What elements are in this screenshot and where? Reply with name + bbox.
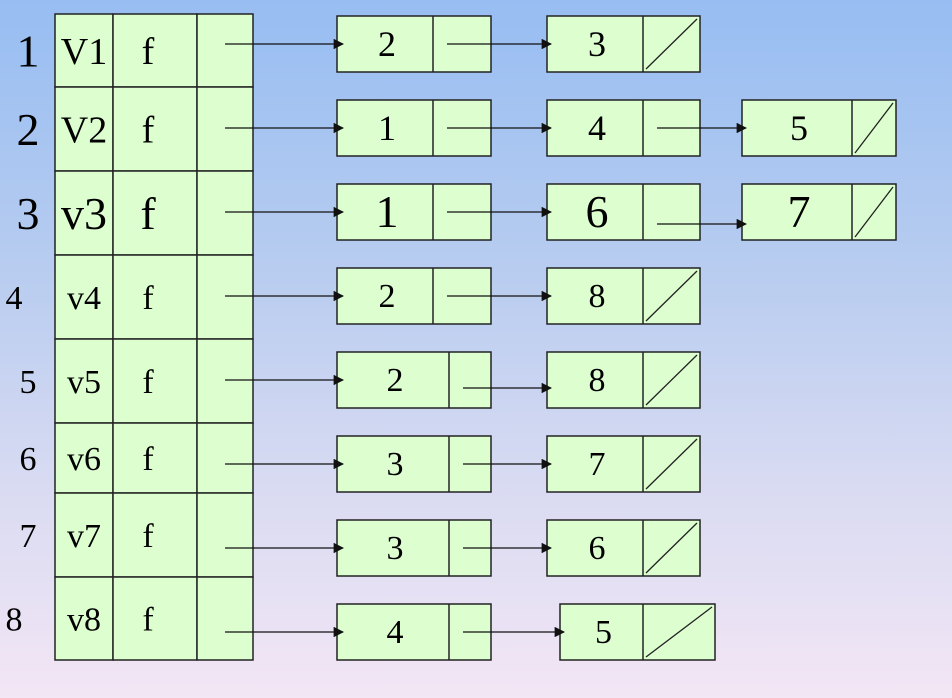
row-index-label: 7 (20, 518, 37, 555)
flag-cell (112, 254, 198, 340)
node-value: 7 (589, 446, 606, 483)
visited-flag: f (140, 188, 156, 239)
vertex-name: V1 (61, 31, 107, 73)
list-node (559, 603, 716, 661)
null-pointer-slash (645, 18, 698, 70)
pointer-cell (196, 254, 254, 340)
flag-cell (112, 338, 198, 424)
vertex-cell (54, 576, 114, 661)
null-pointer-slash (854, 186, 894, 238)
visited-flag: f (142, 280, 154, 317)
list-node (546, 15, 701, 73)
vertex-name: V2 (61, 109, 107, 151)
visited-flag: f (142, 109, 155, 151)
node-value: 1 (376, 186, 399, 237)
node-value: 2 (387, 362, 404, 399)
vertex-cell (54, 13, 114, 88)
flag-cell (112, 170, 198, 256)
list-node (741, 183, 897, 241)
node-value: 4 (588, 108, 606, 148)
pointer-cell (196, 422, 254, 494)
visited-flag: f (142, 518, 154, 555)
null-pointer-slash (645, 522, 698, 574)
vertex-name: v6 (67, 441, 101, 478)
list-node (546, 435, 701, 493)
null-pointer-slash (854, 102, 894, 154)
pointer-cell (196, 492, 254, 578)
list-node (336, 351, 492, 409)
vertex-cell (54, 86, 114, 172)
vertex-name: v7 (67, 518, 101, 555)
vertex-name: v5 (67, 364, 101, 401)
node-value: 5 (595, 614, 612, 651)
vertex-name: v4 (67, 280, 101, 317)
list-node (546, 519, 701, 577)
visited-flag: f (142, 31, 155, 73)
flag-cell (112, 576, 198, 661)
node-value: 3 (387, 446, 404, 483)
node-value: 8 (589, 362, 606, 399)
node-value: 7 (788, 186, 811, 237)
row-index-label: 4 (6, 280, 23, 317)
flag-cell (112, 13, 198, 88)
vertex-name: v3 (61, 188, 107, 239)
null-pointer-slash (645, 438, 698, 490)
null-pointer-slash (645, 606, 713, 658)
node-value: 3 (588, 24, 606, 64)
null-pointer-slash (645, 270, 698, 322)
pointer-cell (196, 576, 254, 661)
node-value: 4 (387, 614, 404, 651)
node-value: 1 (378, 108, 396, 148)
null-pointer-slash (645, 354, 698, 406)
node-value: 8 (589, 278, 606, 315)
node-value: 5 (790, 108, 808, 148)
flag-cell (112, 492, 198, 578)
node-value: 6 (586, 186, 609, 237)
row-index-label: 3 (17, 188, 40, 239)
node-value: 2 (379, 278, 396, 315)
pointer-cell (196, 13, 254, 88)
row-index-label: 6 (20, 441, 37, 478)
vertex-name: v8 (67, 601, 101, 638)
pointer-cell (196, 170, 254, 256)
row-index-label: 5 (20, 364, 37, 401)
pointer-cell (196, 338, 254, 424)
list-node (546, 351, 701, 409)
visited-flag: f (142, 364, 154, 401)
pointer-cell (196, 86, 254, 172)
flag-cell (112, 86, 198, 172)
list-node (741, 99, 897, 157)
list-node (546, 267, 701, 325)
list-node (546, 183, 701, 241)
node-value: 2 (378, 24, 396, 64)
row-index-label: 1 (17, 26, 40, 77)
row-index-label: 2 (17, 104, 40, 155)
node-value: 3 (387, 530, 404, 567)
visited-flag: f (142, 441, 154, 478)
node-value: 6 (589, 530, 606, 567)
flag-cell (112, 422, 198, 494)
row-index-label: 8 (6, 601, 23, 638)
visited-flag: f (142, 601, 154, 638)
